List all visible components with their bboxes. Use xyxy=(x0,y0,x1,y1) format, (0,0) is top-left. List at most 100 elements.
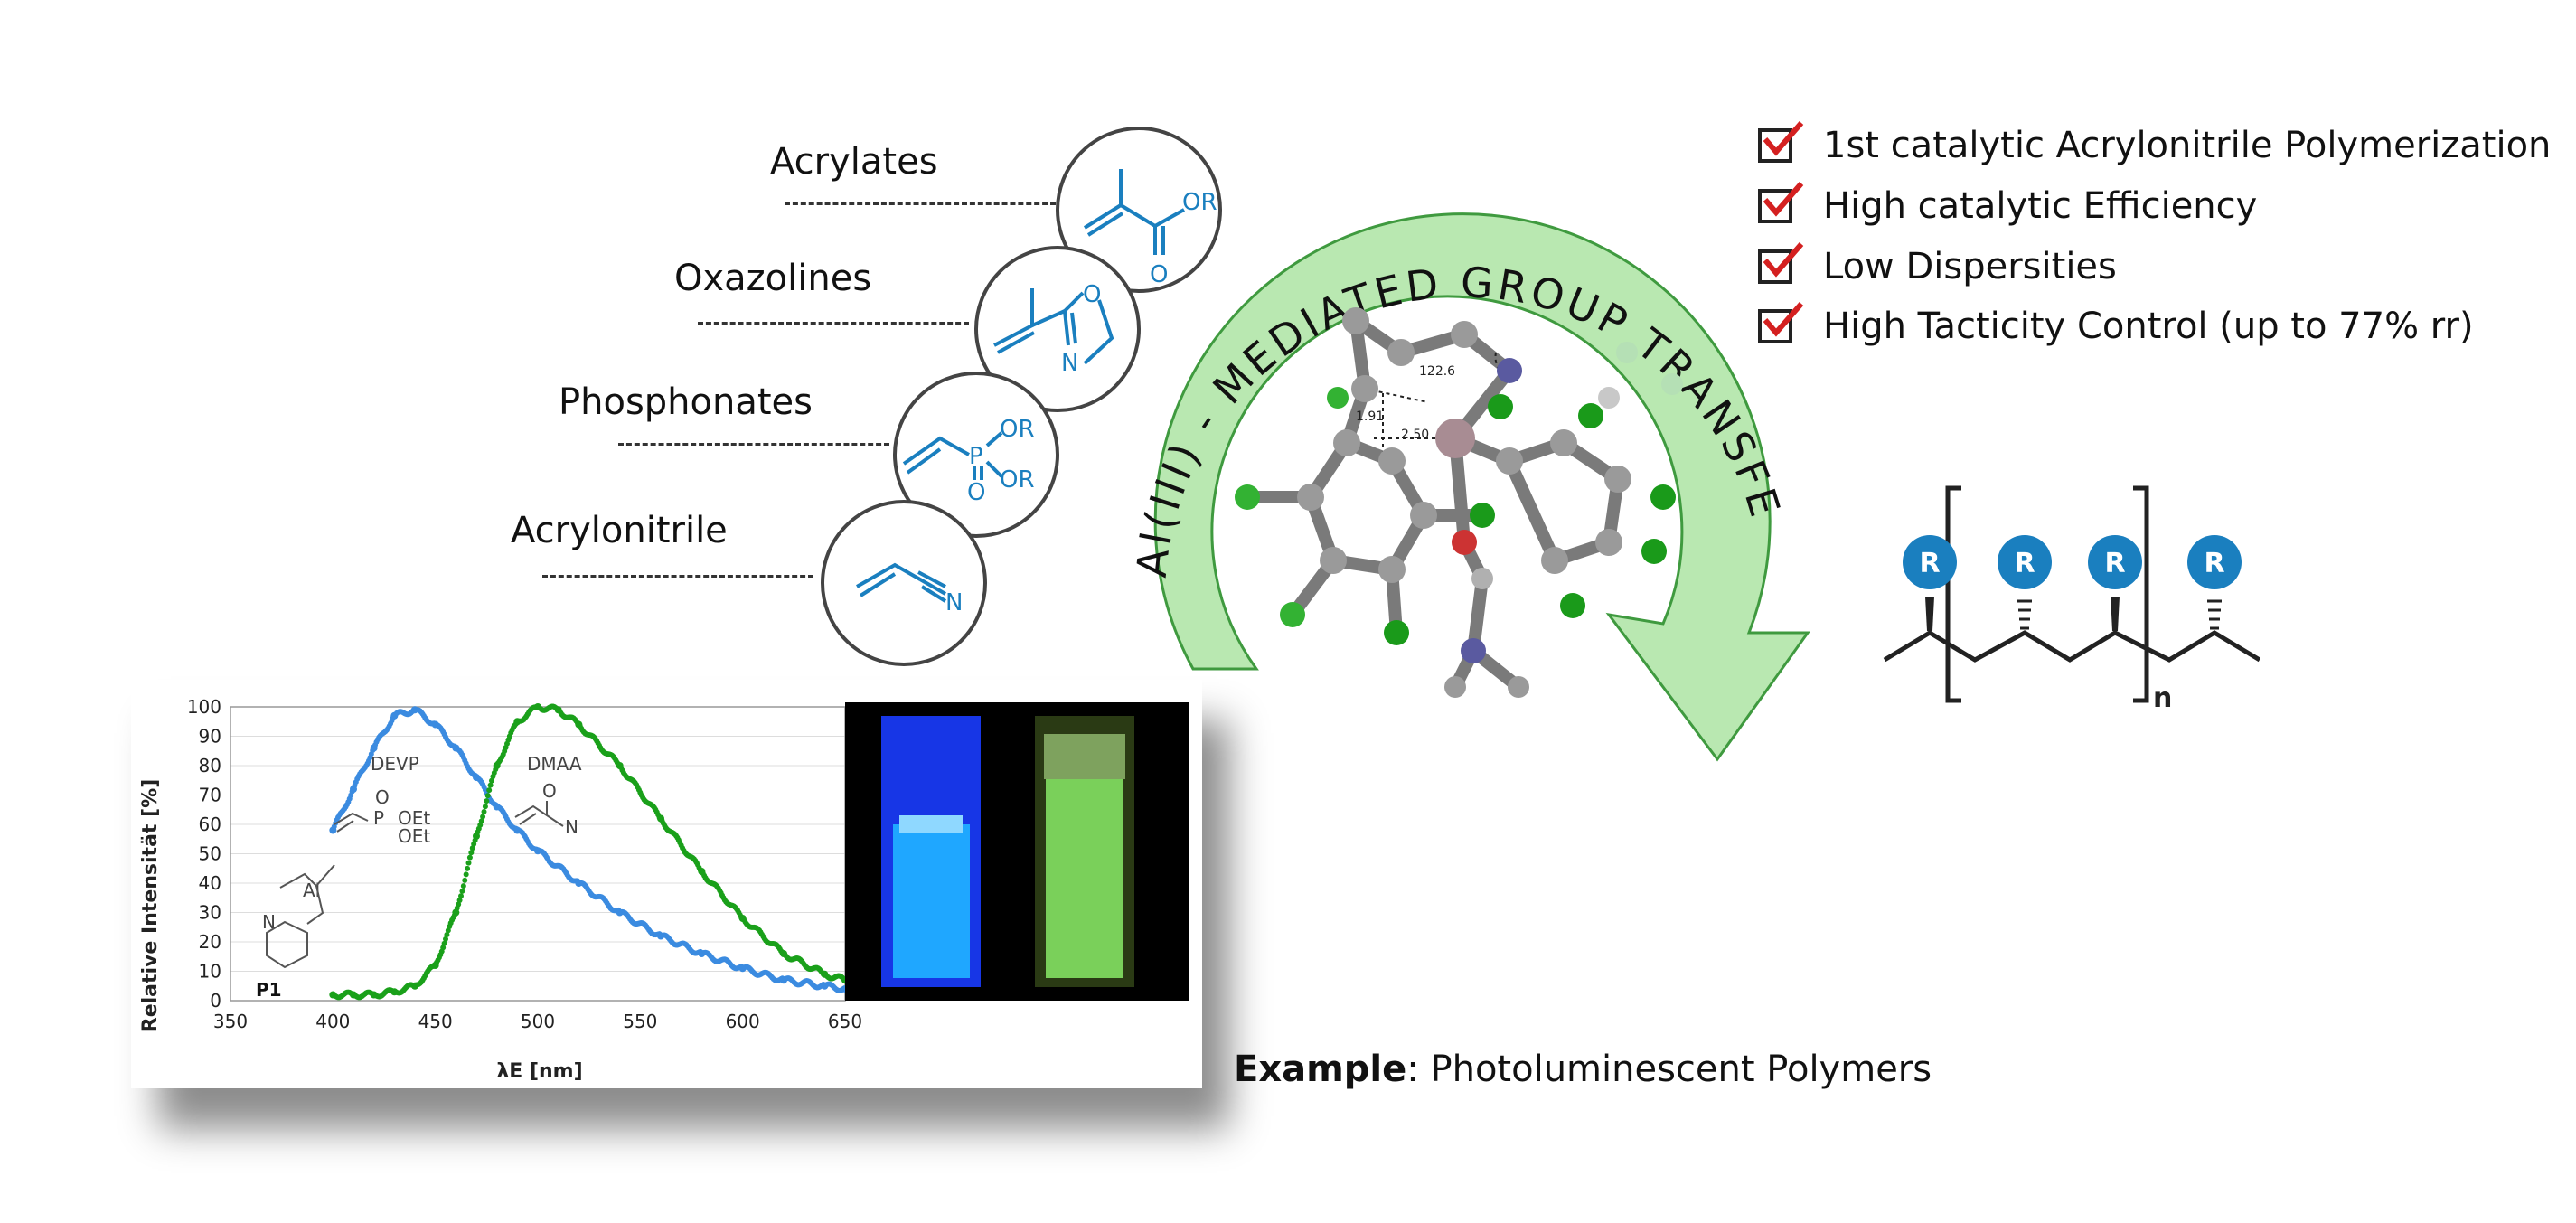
dmaa-o-text: O xyxy=(542,780,557,802)
example-text: : Photoluminescent Polymers xyxy=(1406,1049,1932,1090)
checklist-item-text: 1st catalytic Acrylonitrile Polymerizati… xyxy=(1823,125,2552,166)
data-point-dmaa xyxy=(458,893,464,899)
distance-label-1: 1.91 xyxy=(1356,409,1384,424)
devp-oet2-text: OEt xyxy=(398,825,430,847)
checklist-item: 1st catalytic Acrylonitrile Polymerizati… xyxy=(1758,121,2552,166)
acrylate-structure-circle: OR O xyxy=(1056,127,1222,293)
monomer-label-oxazolines: Oxazolines xyxy=(674,258,872,299)
checklist-item-text: High Tacticity Control (up to 77% rr) xyxy=(1823,306,2474,347)
checkbox-checked-icon xyxy=(1758,302,1804,343)
r-group-label: R xyxy=(2014,548,2035,579)
p1-n-text: N xyxy=(262,911,276,933)
data-point-dmaa xyxy=(487,782,494,788)
dmaa-label: DMAA xyxy=(527,753,582,775)
angle-label: 122.6 xyxy=(1419,364,1455,379)
wedge-bond xyxy=(2111,597,2120,631)
y-tick-label: 50 xyxy=(199,843,221,865)
data-point-dmaa xyxy=(478,818,484,824)
leader-line-acrylonitrile xyxy=(542,575,813,578)
leader-line-oxazolines xyxy=(698,322,969,325)
data-point-dmaa xyxy=(444,932,450,938)
phosphonate-structure-circle: P OR OR O xyxy=(893,372,1059,538)
y-tick-label: 10 xyxy=(199,961,221,983)
p1-label: P1 xyxy=(256,979,282,1001)
devp-o-text: O xyxy=(375,786,390,808)
x-tick-label: 550 xyxy=(623,1011,657,1032)
y-tick-label: 70 xyxy=(199,785,221,806)
acrylonitrile-n-text: N xyxy=(945,589,963,616)
data-point-dmaa xyxy=(484,798,490,804)
devp-p-text: P xyxy=(373,807,384,829)
monomer-label-acrylates: Acrylates xyxy=(770,141,938,183)
leader-line-phosphonates xyxy=(618,443,889,446)
devp-oet1-text: OEt xyxy=(398,807,430,829)
data-point-dmaa xyxy=(441,940,447,946)
monomer-label-phosphonates: Phosphonates xyxy=(559,381,813,423)
y-tick-label: 80 xyxy=(199,755,221,776)
x-tick-label: 650 xyxy=(828,1011,862,1032)
acrylate-o-text: O xyxy=(1150,261,1168,288)
y-tick-label: 20 xyxy=(199,931,221,953)
data-point-dmaa xyxy=(465,865,471,871)
monomer-label-acrylonitrile: Acrylonitrile xyxy=(511,510,728,551)
gtp-arrow: Al(III) - MEDIATED GROUP TRANSFER POLYME… xyxy=(1085,163,1810,762)
data-point-dmaa xyxy=(480,814,486,820)
polymer-structure: R R R R n xyxy=(1883,485,2260,714)
phosphonate-or2-text: OR xyxy=(1000,466,1035,494)
data-point-dmaa xyxy=(456,898,463,904)
oxazoline-structure-circle: O N xyxy=(974,246,1141,412)
checklist-item: Low Dispersities xyxy=(1758,242,2117,287)
data-point-dmaa xyxy=(482,804,488,810)
devp-label: DEVP xyxy=(371,753,419,775)
distance-label-2: 2.50 xyxy=(1401,428,1429,442)
phosphonate-or1-text: OR xyxy=(1000,416,1035,443)
oxazoline-o-text: O xyxy=(1083,281,1101,308)
x-tick-label: 600 xyxy=(726,1011,760,1032)
data-point-dmaa xyxy=(459,888,465,894)
checklist-item: High Tacticity Control (up to 77% rr) xyxy=(1758,302,2474,347)
checkbox-checked-icon xyxy=(1758,182,1804,223)
x-tick-label: 500 xyxy=(521,1011,555,1032)
x-tick-label: 450 xyxy=(418,1011,453,1032)
x-axis-label: λE [nm] xyxy=(496,1060,582,1083)
phosphonate-p-text: P xyxy=(969,443,983,470)
oxazoline-n-text: N xyxy=(1061,350,1078,377)
data-point-dmaa xyxy=(489,777,494,784)
r-group-label: R xyxy=(2204,548,2224,579)
acrylonitrile-structure-circle: N xyxy=(821,500,987,666)
checkbox-checked-icon xyxy=(1758,242,1804,284)
vial-photo xyxy=(845,702,1189,1001)
dmaa-n-text: N xyxy=(565,816,578,838)
phosphonate-o-text: O xyxy=(967,479,985,506)
y-tick-label: 40 xyxy=(199,872,221,894)
x-tick-label: 400 xyxy=(315,1011,350,1032)
y-tick-label: 100 xyxy=(187,696,221,718)
checkbox-checked-icon xyxy=(1758,121,1804,163)
data-point-dmaa xyxy=(486,787,493,794)
x-tick-label: 350 xyxy=(213,1011,248,1032)
example-bold: Example xyxy=(1234,1049,1407,1090)
y-tick-label: 90 xyxy=(199,726,221,748)
y-tick-label: 0 xyxy=(210,990,221,1011)
example-caption: Example: Photoluminescent Polymers xyxy=(1234,1049,1932,1090)
data-point-dmaa xyxy=(443,936,448,942)
data-point-dmaa xyxy=(481,809,487,815)
data-point-dmaa xyxy=(460,883,466,889)
data-point-dmaa xyxy=(484,793,491,799)
repeat-subscript: n xyxy=(2153,682,2172,714)
y-tick-label: 60 xyxy=(199,814,221,835)
data-point-dmaa xyxy=(468,850,475,856)
r-group-label: R xyxy=(1919,548,1940,579)
checklist-item-text: Low Dispersities xyxy=(1823,246,2117,287)
leader-line-acrylates xyxy=(785,202,1056,205)
y-axis-label: Relative Intensität [%] xyxy=(139,779,162,1033)
checklist-item-text: High catalytic Efficiency xyxy=(1823,185,2258,227)
r-group-label: R xyxy=(2104,548,2125,579)
data-point-dmaa xyxy=(465,860,472,866)
atoms xyxy=(1235,307,1683,698)
data-point-dmaa xyxy=(466,854,473,861)
acrylate-or-text: OR xyxy=(1182,189,1217,216)
checklist-item: High catalytic Efficiency xyxy=(1758,182,2258,227)
data-point-dmaa xyxy=(463,871,469,878)
